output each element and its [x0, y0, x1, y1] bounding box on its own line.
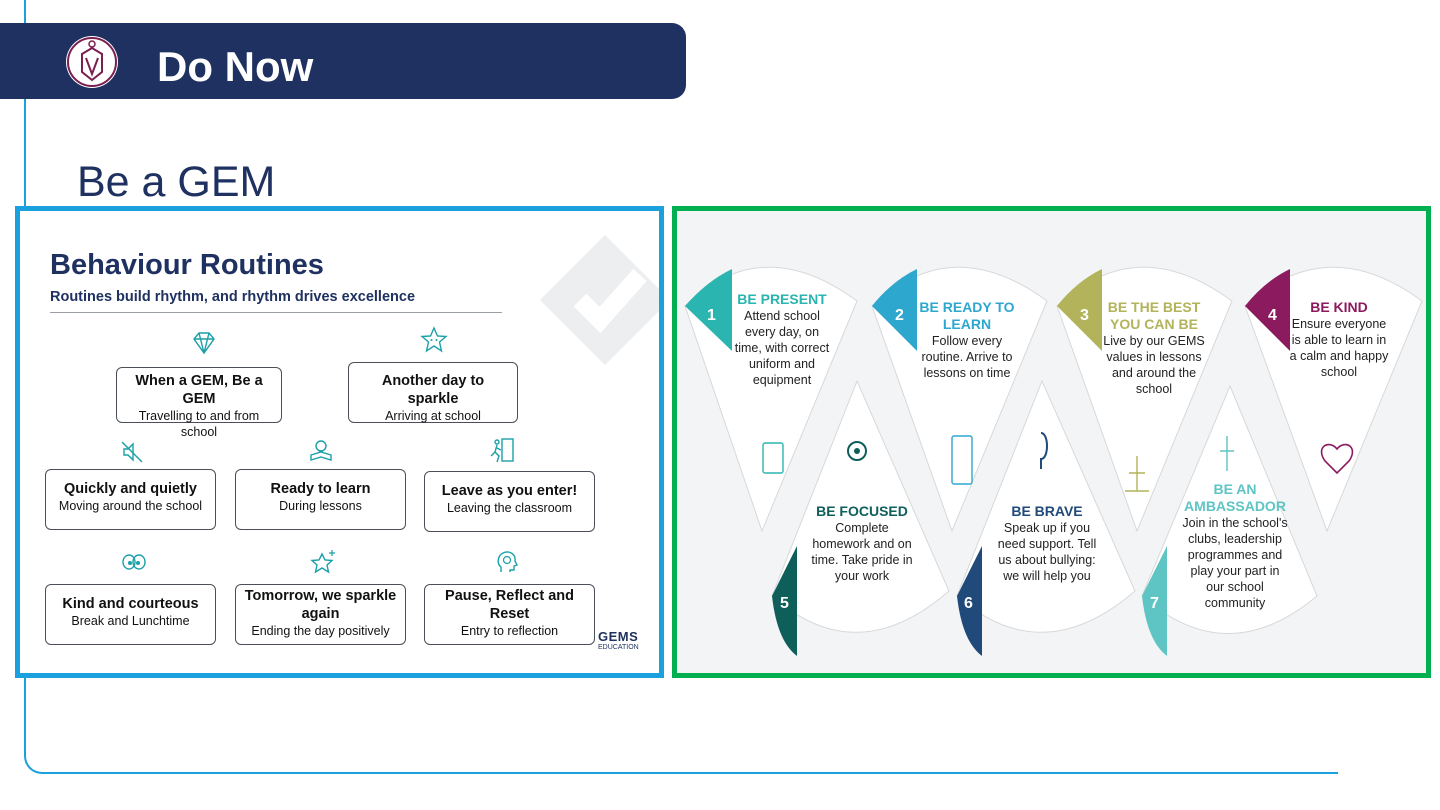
- step-number: 2: [895, 307, 904, 324]
- behaviour-title: Behaviour Routines: [50, 249, 324, 281]
- head-mind-icon: [497, 551, 518, 572]
- slide-subtitle: Be a GEM: [77, 158, 276, 206]
- gems-tagline: EDUCATION: [598, 644, 639, 651]
- routine-card: Pause, Reflect and Reset Entry to reflec…: [424, 584, 595, 645]
- step-number: 6: [964, 595, 973, 612]
- watermark-check-icon: [540, 235, 659, 365]
- mute-icon: [121, 441, 143, 463]
- page-title: Do Now: [157, 43, 314, 90]
- exit-door-icon: [490, 438, 514, 463]
- routine-card: Another day to sparkle Arriving at schoo…: [348, 362, 518, 423]
- be-a-gem-panel: 1 2 3 4 5 6 7 BE PRESENT Attend school e…: [672, 206, 1431, 678]
- gem-step: BE AN AMBASSADOR Join in the school's cl…: [1182, 481, 1288, 610]
- gem-step: BE BRAVE Speak up if you need support. T…: [997, 503, 1097, 583]
- routine-card: When a GEM, Be a GEM Travelling to and f…: [116, 367, 282, 439]
- sparkle-star-icon: [310, 550, 335, 574]
- gem-step: BE KIND Ensure everyone is able to learn…: [1289, 299, 1389, 379]
- school-logo: [66, 36, 118, 88]
- routine-card: Kind and courteous Break and Lunchtime: [45, 584, 216, 645]
- diamond-icon: [193, 332, 215, 355]
- step-number: 3: [1080, 307, 1089, 324]
- behaviour-subtitle: Routines build rhythm, and rhythm drives…: [50, 289, 416, 305]
- behaviour-routines-panel: Behaviour Routines Routines build rhythm…: [15, 206, 664, 678]
- gem-step: BE THE BEST YOU CAN BE Live by our GEMS …: [1103, 299, 1205, 396]
- gem-step: BE FOCUSED Complete homework and on time…: [811, 503, 913, 583]
- gems-logo: GEMS: [598, 629, 639, 644]
- star-face-icon: [420, 326, 448, 353]
- routine-card: Ready to learn During lessons: [235, 469, 406, 530]
- routine-card: Tomorrow, we sparkle again Ending the da…: [235, 584, 406, 645]
- eyes-icon: [122, 554, 146, 570]
- step-number: 4: [1268, 307, 1277, 324]
- gem-step: BE READY TO LEARN Follow every routine. …: [919, 299, 1015, 380]
- gem-step: BE PRESENT Attend school every day, on t…: [734, 291, 830, 387]
- routine-card: Leave as you enter! Leaving the classroo…: [424, 471, 595, 532]
- step-number: 7: [1150, 595, 1159, 612]
- step-number: 1: [707, 307, 716, 324]
- step-number: 5: [780, 595, 789, 612]
- gem-steps-graphic: [684, 266, 1423, 656]
- title-divider: [50, 312, 502, 313]
- routine-card: Quickly and quietly Moving around the sc…: [45, 469, 216, 530]
- lightbulb-book-icon: [310, 440, 332, 461]
